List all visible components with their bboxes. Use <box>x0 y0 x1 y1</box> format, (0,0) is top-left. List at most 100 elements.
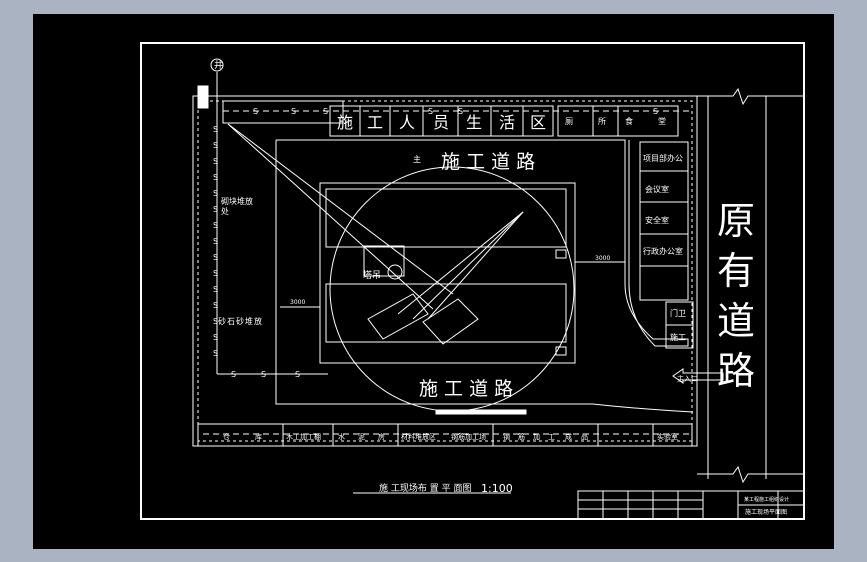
svg-text:S: S <box>253 107 258 116</box>
svg-text:库: 库 <box>255 432 262 441</box>
svg-text:S: S <box>213 125 218 134</box>
svg-text:钢筋加工场: 钢筋加工场 <box>451 432 486 441</box>
svg-text:S: S <box>213 141 218 150</box>
bottom-buildings-strip <box>197 423 693 447</box>
worker-living-area-label: 施 工 人 员 生 活 区 <box>337 113 546 132</box>
title-block-name: 施工现场平面图 <box>745 508 787 516</box>
existing-road-label: 原 有 道 路 <box>717 199 755 393</box>
svg-text:S: S <box>213 237 218 246</box>
top-building-left <box>222 100 344 124</box>
main-entrance-label: 主入口 <box>677 374 698 383</box>
svg-text:安全室: 安全室 <box>645 215 669 225</box>
svg-text:S: S <box>213 269 218 278</box>
svg-text:S: S <box>458 107 463 116</box>
dimension-label-left: 3000 <box>290 299 305 306</box>
svg-text:S: S <box>291 107 296 116</box>
road-label-bottom: 施 工 道 路 <box>419 378 513 400</box>
svg-text:食: 食 <box>625 116 633 126</box>
svg-text:木工加工棚: 木工加工棚 <box>286 432 321 441</box>
svg-text:S: S <box>213 317 218 326</box>
svg-text:砌: 砌 <box>221 197 229 206</box>
svg-text:活: 活 <box>499 113 515 132</box>
road-break-top <box>697 87 803 106</box>
svg-text:放: 放 <box>254 316 262 326</box>
crane-jib-line-1 <box>227 123 434 310</box>
svg-text:S: S <box>323 107 328 116</box>
right-office-labels: 项目部办公 会议室 安全室 行政办公室 门卫 施工 <box>643 153 686 342</box>
svg-text:所: 所 <box>598 116 606 126</box>
svg-text:S: S <box>231 370 236 379</box>
material-yard-1-label: 砌 块 堆 放 处 <box>221 196 253 216</box>
svg-text:会议室: 会议室 <box>645 184 669 194</box>
svg-text:原: 原 <box>717 199 755 243</box>
svg-text:块: 块 <box>229 196 237 206</box>
svg-text:S: S <box>213 221 218 230</box>
svg-text:道: 道 <box>717 299 755 343</box>
building-lower-wing <box>325 283 567 343</box>
svg-text:S: S <box>653 107 658 116</box>
drawing-frame <box>140 42 805 520</box>
svg-text:S: S <box>213 285 218 294</box>
svg-text:放: 放 <box>245 196 253 206</box>
road-marker-top: 主 <box>413 154 421 164</box>
svg-text:员: 员 <box>433 113 449 132</box>
svg-text:成: 成 <box>565 432 572 441</box>
crane-base <box>363 245 405 277</box>
svg-text:堆: 堆 <box>245 316 253 326</box>
road-break-bottom <box>697 465 803 484</box>
svg-text:S: S <box>213 301 218 310</box>
svg-text:砂: 砂 <box>218 316 226 326</box>
plan-title: 施 工现场布 置 平 面图 <box>379 482 471 494</box>
top-rooms-labels: 厕 所 食 堂 <box>565 116 666 126</box>
fence-line <box>197 100 693 442</box>
title-block-design: 某工程施工组织设计 <box>744 496 789 503</box>
svg-text:工: 工 <box>548 433 555 441</box>
road-label-top: 施 工 道 路 <box>441 151 535 173</box>
svg-text:堆: 堆 <box>237 196 245 206</box>
svg-text:S: S <box>213 157 218 166</box>
svg-text:S: S <box>213 349 218 358</box>
svg-text:S: S <box>213 189 218 198</box>
svg-text:材料堆放区: 材料堆放区 <box>401 432 436 441</box>
svg-text:仓: 仓 <box>223 432 230 441</box>
svg-text:区: 区 <box>530 113 546 132</box>
crane-radius-circle <box>329 166 575 412</box>
building-footprint <box>319 182 576 364</box>
building-upper-wing <box>325 188 567 248</box>
road-outline-left <box>275 140 694 413</box>
right-office-block <box>639 141 689 301</box>
svg-text:施: 施 <box>337 113 353 132</box>
svg-text:S: S <box>213 173 218 182</box>
bottom-rooms-labels: 仓 库 木工加工棚 水 泥 房 材料堆放区 钢筋加工场 钢 筋 加 工 成 品 … <box>223 432 678 441</box>
svg-text:S: S <box>261 370 266 379</box>
north-label: 井 <box>214 59 223 71</box>
material-yard-2-label: 砂 石 砂 堆 放 <box>218 316 262 326</box>
svg-text:行政办公室: 行政办公室 <box>643 246 683 256</box>
svg-text:工: 工 <box>367 113 383 132</box>
crane-label: 塔吊 <box>363 269 381 281</box>
road-outline-right <box>276 139 689 347</box>
crane-counterweight-block <box>367 293 429 340</box>
svg-text:路: 路 <box>717 349 755 393</box>
svg-text:堂: 堂 <box>658 116 666 126</box>
svg-text:加: 加 <box>533 432 540 441</box>
worker-living-area-box <box>329 105 554 137</box>
svg-text:厕: 厕 <box>565 117 573 126</box>
svg-text:S: S <box>295 370 300 379</box>
svg-text:项目部办公: 项目部办公 <box>643 153 683 163</box>
svg-text:S: S <box>213 205 218 214</box>
svg-text:人: 人 <box>399 113 415 132</box>
svg-text:S: S <box>213 253 218 262</box>
north-marker <box>210 58 224 72</box>
svg-text:水: 水 <box>338 432 345 441</box>
svg-text:泥: 泥 <box>358 433 365 441</box>
svg-text:筋: 筋 <box>518 432 525 441</box>
svg-text:S: S <box>213 333 218 342</box>
plan-scale: 1:100 <box>481 482 513 495</box>
svg-text:实验室: 实验室 <box>657 432 678 441</box>
svg-text:品: 品 <box>581 433 588 441</box>
svg-text:S: S <box>428 107 433 116</box>
